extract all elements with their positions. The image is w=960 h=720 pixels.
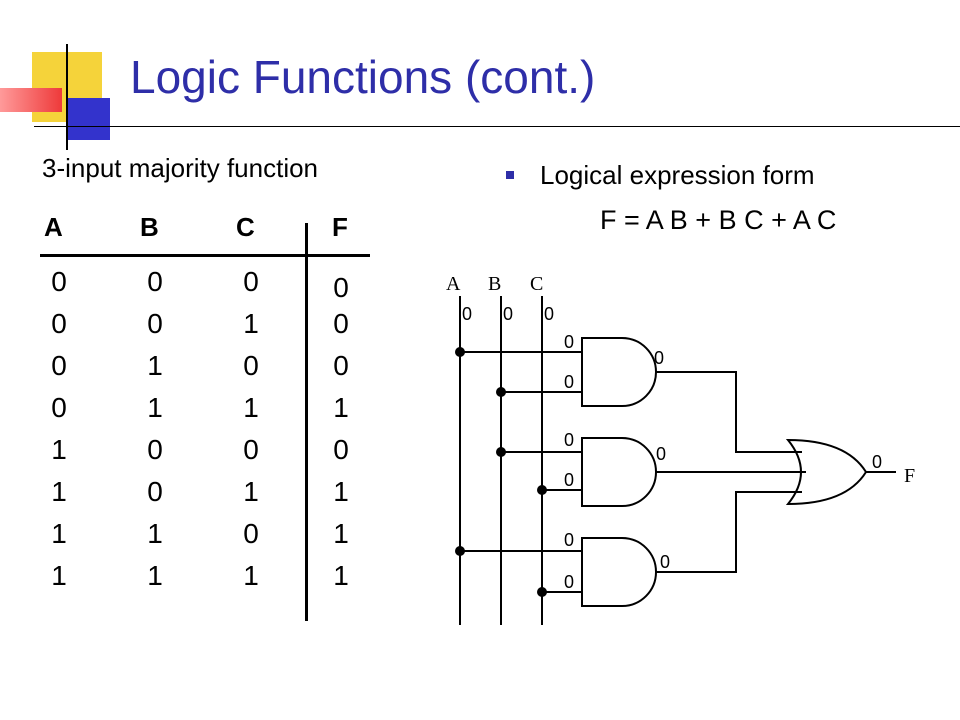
table-cell-a: 1 xyxy=(51,560,67,591)
table-cell-a: 0 xyxy=(51,392,67,423)
corner-decoration xyxy=(0,0,960,150)
table-cell-b: 0 xyxy=(147,434,163,465)
table-cell-a: 1 xyxy=(51,518,67,549)
table-header-c: C xyxy=(236,212,255,242)
table-cell-b: 1 xyxy=(147,560,163,591)
and-gate-3 xyxy=(581,537,657,607)
input-label-c: C xyxy=(530,273,543,295)
table-cell-a: 1 xyxy=(51,476,67,507)
table-header-divider xyxy=(40,254,370,257)
table-cell-f: 0 xyxy=(333,350,349,381)
input-value-a: 0 xyxy=(462,304,472,324)
table-cell-b: 1 xyxy=(147,518,163,549)
wire-g3-out xyxy=(656,491,802,573)
input-value-b: 0 xyxy=(503,304,513,324)
table-cell-b: 1 xyxy=(147,392,163,423)
input-label-b: B xyxy=(488,273,501,295)
table-cell-c: 0 xyxy=(243,266,259,297)
bullet-marker xyxy=(506,171,514,179)
gate3-input2-value: 0 xyxy=(564,572,574,592)
table-cell-c: 0 xyxy=(243,350,259,381)
table-cell-b: 0 xyxy=(147,266,163,297)
and-gate-2 xyxy=(581,437,657,507)
table-cell-f: 1 xyxy=(333,476,349,507)
gate1-input2-value: 0 xyxy=(564,372,574,392)
or-output-value: 0 xyxy=(872,452,882,472)
table-output-divider xyxy=(305,223,308,621)
table-cell-b: 1 xyxy=(147,350,163,381)
junction-dot xyxy=(455,546,465,556)
wire-g1-out xyxy=(656,371,802,453)
slide-title: Logic Functions (cont.) xyxy=(130,51,596,103)
table-cell-c: 1 xyxy=(243,560,259,591)
gate2-output-value: 0 xyxy=(656,444,666,464)
junction-dot xyxy=(496,387,506,397)
decoration-red-bar xyxy=(0,88,62,112)
table-cell-f: 1 xyxy=(333,560,349,591)
expression-heading: Logical expression form xyxy=(540,160,815,190)
table-caption: 3-input majority function xyxy=(42,153,319,183)
gate1-output-value: 0 xyxy=(654,348,664,368)
table-cell-f: 0 xyxy=(333,434,349,465)
table-cell-a: 1 xyxy=(51,434,67,465)
junction-dot xyxy=(537,485,547,495)
junction-dot xyxy=(537,587,547,597)
decoration-horizontal-line xyxy=(34,126,960,127)
table-cell-b: 0 xyxy=(147,476,163,507)
input-label-a: A xyxy=(446,273,461,295)
table-header-f: F xyxy=(332,212,348,242)
table-cell-c: 1 xyxy=(243,476,259,507)
table-cell-c: 1 xyxy=(243,308,259,339)
table-cell-f: 0 xyxy=(333,308,349,339)
gate3-input1-value: 0 xyxy=(564,530,574,550)
gate2-input2-value: 0 xyxy=(564,470,574,490)
junction-dot xyxy=(455,347,465,357)
table-cell-f: 1 xyxy=(333,518,349,549)
gate2-input1-value: 0 xyxy=(564,430,574,450)
table-cell-c: 0 xyxy=(243,518,259,549)
table-cell-a: 0 xyxy=(51,350,67,381)
table-cell-c: 1 xyxy=(243,392,259,423)
table-cell-f: 0 xyxy=(333,272,349,303)
table-cell-a: 0 xyxy=(51,308,67,339)
logical-expression: F = A B + B C + A C xyxy=(600,205,837,235)
junction-dot xyxy=(496,447,506,457)
gate1-input1-value: 0 xyxy=(564,332,574,352)
output-label-f: F xyxy=(904,465,915,487)
table-cell-b: 0 xyxy=(147,308,163,339)
table-header-a: A xyxy=(44,212,63,242)
table-cell-c: 0 xyxy=(243,434,259,465)
gate3-output-value: 0 xyxy=(660,552,670,572)
input-value-c: 0 xyxy=(544,304,554,324)
table-header-b: B xyxy=(140,212,159,242)
or-gate xyxy=(785,438,868,506)
decoration-vertical-line xyxy=(66,44,68,150)
and-gate-1 xyxy=(581,337,657,407)
table-cell-f: 1 xyxy=(333,392,349,423)
table-cell-a: 0 xyxy=(51,266,67,297)
decoration-blue-square xyxy=(68,98,110,140)
